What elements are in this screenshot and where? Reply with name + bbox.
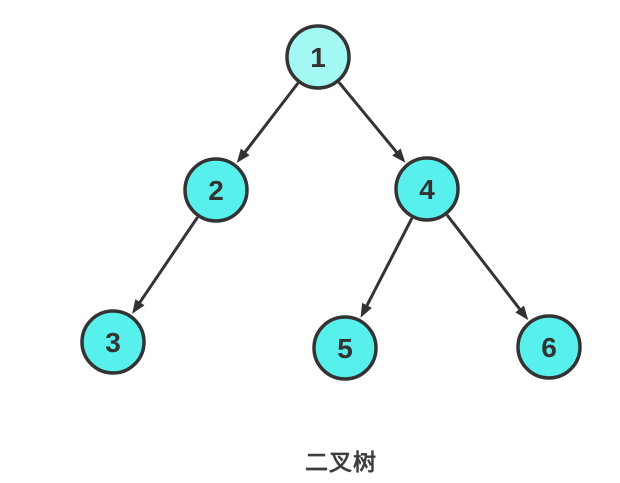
tree-node-2: 2 <box>183 157 249 223</box>
tree-node-circle-1 <box>285 24 351 90</box>
tree-node-label-2: 2 <box>208 175 224 206</box>
tree-node-5: 5 <box>312 315 378 381</box>
tree-node-label-4: 4 <box>419 174 435 205</box>
diagram-caption: 二叉树 <box>305 449 377 475</box>
tree-node-label-1: 1 <box>310 42 326 73</box>
tree-node-label-6: 6 <box>541 332 557 363</box>
edge-arrowhead-2-3 <box>132 299 145 314</box>
edge-line-4-5 <box>363 217 413 311</box>
edge-arrowhead-1-2 <box>236 148 250 164</box>
tree-node-circle-4 <box>394 156 460 222</box>
tree-node-1: 1 <box>285 24 351 90</box>
edge-line-4-6 <box>446 214 524 314</box>
tree-node-label-5: 5 <box>337 333 353 364</box>
edge-line-1-4 <box>338 81 401 157</box>
tree-node-3: 3 <box>80 309 146 375</box>
tree-node-6: 6 <box>516 314 582 380</box>
edge-line-2-3 <box>136 216 199 308</box>
tree-node-4: 4 <box>394 156 460 222</box>
tree-node-label-3: 3 <box>105 327 121 358</box>
tree-node-circle-6 <box>516 314 582 380</box>
edge-line-1-2 <box>241 82 299 157</box>
tree-node-circle-3 <box>80 309 146 375</box>
edge-arrowhead-4-6 <box>515 305 529 321</box>
edge-arrowhead-1-4 <box>392 148 406 163</box>
edge-arrowhead-4-5 <box>360 302 372 318</box>
tree-node-circle-2 <box>183 157 249 223</box>
tree-node-circle-5 <box>312 315 378 381</box>
